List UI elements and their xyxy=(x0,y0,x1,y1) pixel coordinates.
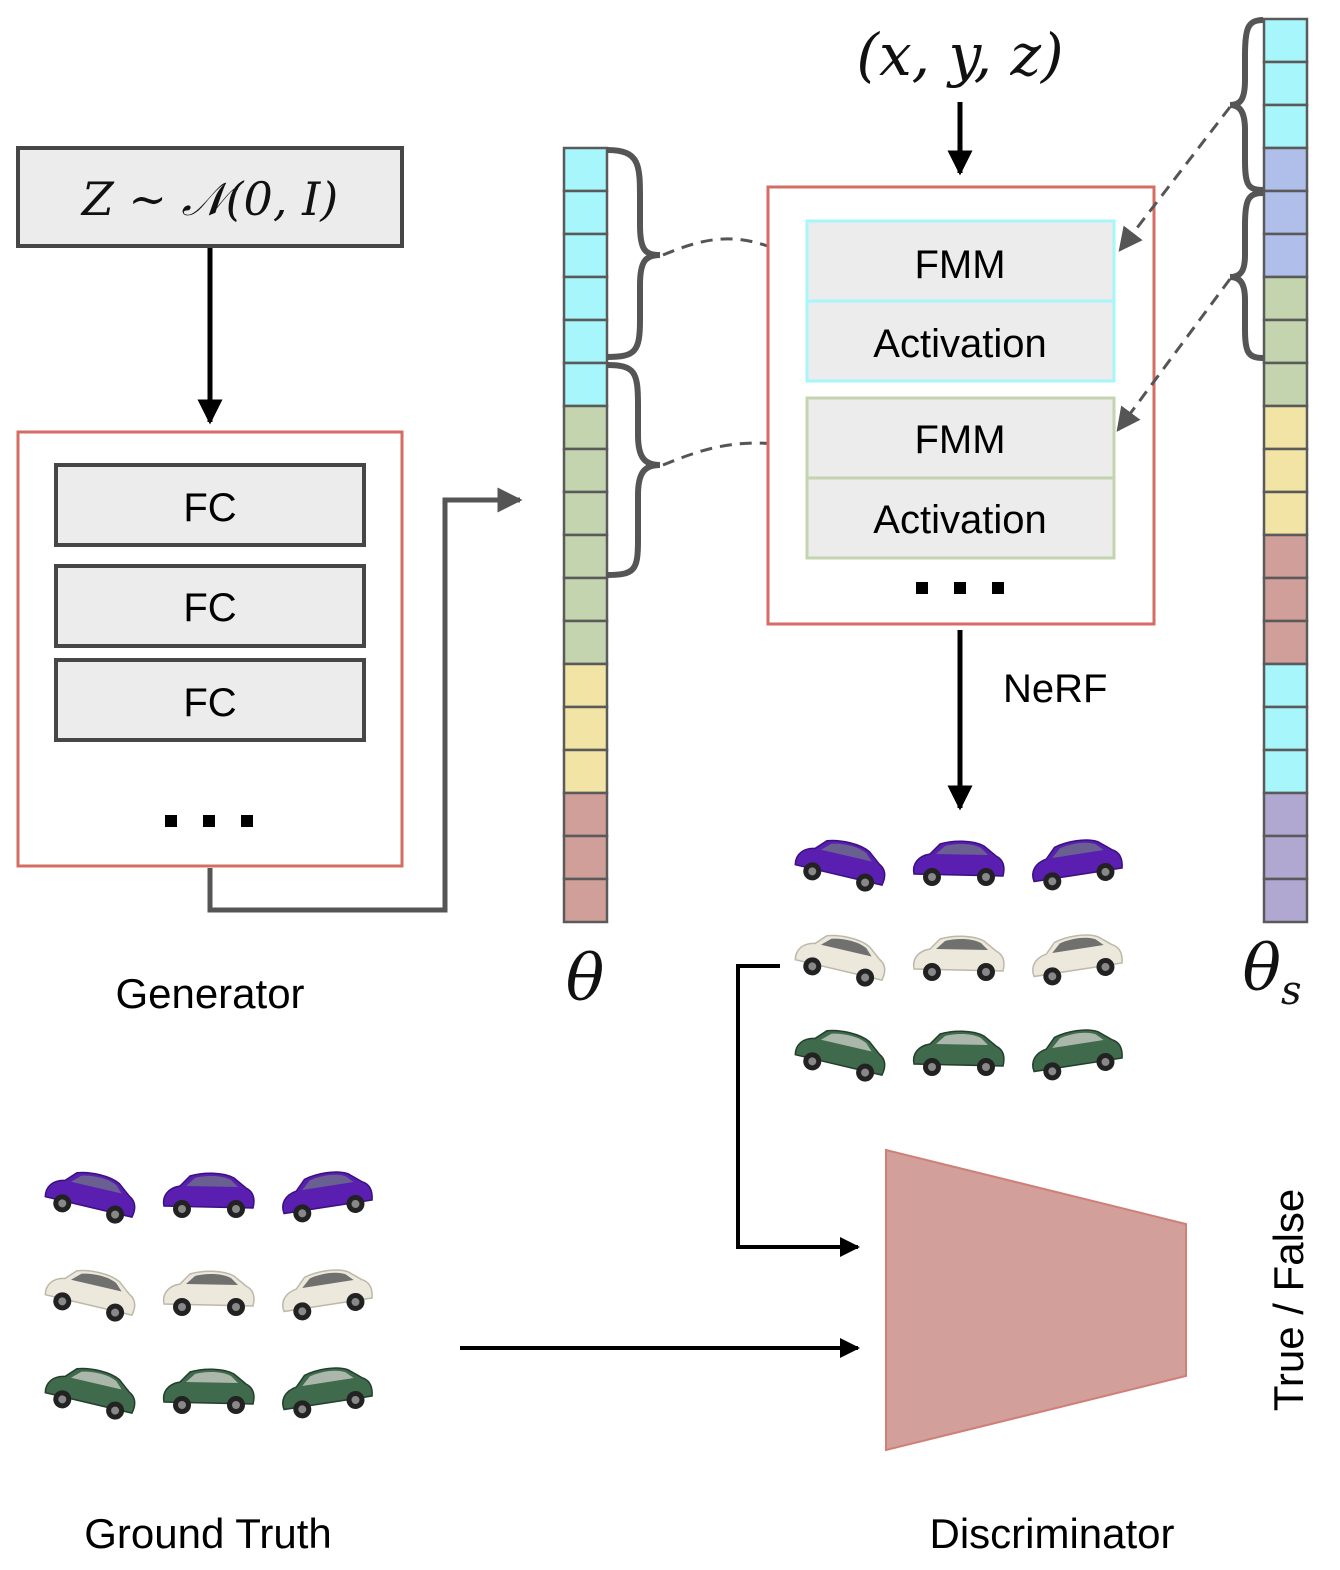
parameter-cell-cyan xyxy=(1262,103,1309,150)
parameter-cell-purple xyxy=(1262,877,1309,924)
theta-s-brace-top xyxy=(1229,17,1264,193)
parameter-cell-green xyxy=(562,576,609,623)
parameter-cell-cyan xyxy=(562,361,609,408)
nerf-ellipsis xyxy=(916,582,1004,594)
fmm-label: FMM xyxy=(914,418,1005,462)
generator-ellipsis xyxy=(165,815,253,827)
parameter-cell-green xyxy=(1262,275,1309,322)
parameter-cell-cyan xyxy=(1262,60,1309,107)
nerf-input-coordinates: (x, y, z) xyxy=(856,21,1063,89)
parameter-cell-blue xyxy=(1262,189,1309,236)
parameter-cell-cyan xyxy=(562,318,609,365)
parameter-cell-green xyxy=(1262,318,1309,365)
car-render-white-side xyxy=(162,1270,255,1316)
rendered-to-discriminator-arrow xyxy=(736,964,860,1257)
generator-box: FC FC FC xyxy=(16,430,404,868)
car-render-green-rear-left xyxy=(44,1367,136,1420)
discriminator-caption: Discriminator xyxy=(929,1510,1174,1557)
theta-symbol: θ xyxy=(566,942,605,1016)
latent-distribution-box: Z ∼ 𝒩(0, I) xyxy=(16,146,404,248)
parameter-cell-red xyxy=(562,877,609,924)
parameter-cell-green xyxy=(562,447,609,494)
parameter-cell-cyan xyxy=(562,189,609,236)
fmm-label: FMM xyxy=(914,243,1005,287)
svg-text:FC: FC xyxy=(183,681,236,725)
parameter-cell-cyan xyxy=(1262,17,1309,64)
theta-s-to-block2-dashed-arrow xyxy=(1116,278,1232,432)
fc-layer: FC xyxy=(54,463,366,547)
rendered-car-grid xyxy=(794,839,1123,1082)
parameter-cell-red xyxy=(1262,619,1309,666)
parameter-cell-red xyxy=(562,834,609,881)
parameter-cell-blue xyxy=(1262,146,1309,193)
discriminator-trapezoid xyxy=(885,1148,1187,1452)
svg-text:FC: FC xyxy=(183,486,236,530)
car-render-white-side xyxy=(912,935,1005,981)
parameter-cell-green xyxy=(562,619,609,666)
parameter-cell-yellow xyxy=(1262,404,1309,451)
car-render-purple-side xyxy=(162,1172,255,1218)
car-render-purple-side xyxy=(912,840,1005,886)
ground-truth-car-grid xyxy=(44,1171,373,1420)
generator-to-theta-arrow xyxy=(207,487,523,913)
car-render-white-rear-left xyxy=(794,934,886,987)
parameter-cell-cyan xyxy=(1262,705,1309,752)
parameter-cell-green xyxy=(562,404,609,451)
parameter-cell-yellow xyxy=(1262,490,1309,537)
car-render-green-front-right xyxy=(1032,1029,1123,1081)
car-render-white-front-right xyxy=(282,1269,373,1321)
discriminator-output-label: True / False xyxy=(1265,1189,1312,1412)
theta-brace-top xyxy=(606,147,661,360)
parameter-cell-red xyxy=(1262,533,1309,580)
parameter-cell-cyan xyxy=(1262,662,1309,709)
parameter-cell-green xyxy=(562,533,609,580)
activation-label: Activation xyxy=(873,322,1046,366)
car-render-white-rear-left xyxy=(44,1269,136,1322)
theta-s-parameter-vector xyxy=(1262,17,1309,924)
parameter-cell-cyan xyxy=(562,275,609,322)
car-render-green-side xyxy=(162,1368,255,1414)
parameter-cell-purple xyxy=(1262,791,1309,838)
parameter-cell-green xyxy=(562,490,609,537)
car-render-green-front-right xyxy=(282,1367,373,1419)
nerf-label: NeRF xyxy=(1003,667,1107,711)
theta-parameter-vector xyxy=(562,146,609,924)
parameter-cell-purple xyxy=(1262,834,1309,881)
activation-label: Activation xyxy=(873,498,1046,542)
generator-caption: Generator xyxy=(115,970,304,1017)
car-render-white-front-right xyxy=(1032,934,1123,986)
parameter-cell-red xyxy=(1262,576,1309,623)
theta-s-symbol: θs xyxy=(1242,932,1301,1014)
theta-s-to-block1-dashed-arrow xyxy=(1118,106,1232,252)
nerf-block-2: FMM Activation xyxy=(805,396,1116,560)
nerf-box: FMM Activation FMM Activation xyxy=(766,185,1156,626)
car-render-purple-front-right xyxy=(1032,839,1123,891)
car-render-green-rear-left xyxy=(794,1029,886,1082)
parameter-cell-yellow xyxy=(1262,447,1309,494)
svg-text:FC: FC xyxy=(183,586,236,630)
car-render-purple-front-right xyxy=(282,1171,373,1223)
theta-s-brace-bottom xyxy=(1229,190,1264,361)
parameter-cell-yellow xyxy=(562,705,609,752)
fc-layer: FC xyxy=(54,658,366,742)
fc-layer: FC xyxy=(54,564,366,648)
car-render-purple-rear-left xyxy=(44,1171,136,1224)
ground-truth-caption: Ground Truth xyxy=(84,1510,331,1557)
parameter-cell-cyan xyxy=(562,232,609,279)
parameter-cell-red xyxy=(562,791,609,838)
latent-label: Z ∼ 𝒩(0, I) xyxy=(80,172,338,226)
theta-brace-bottom xyxy=(606,362,661,578)
nerf-block-1: FMM Activation xyxy=(805,219,1116,383)
parameter-cell-yellow xyxy=(562,748,609,795)
parameter-cell-cyan xyxy=(1262,748,1309,795)
parameter-cell-blue xyxy=(1262,232,1309,279)
car-render-green-side xyxy=(912,1030,1005,1076)
car-render-purple-rear-left xyxy=(794,839,886,892)
parameter-cell-green xyxy=(1262,361,1309,408)
parameter-cell-cyan xyxy=(562,146,609,193)
parameter-cell-yellow xyxy=(562,662,609,709)
